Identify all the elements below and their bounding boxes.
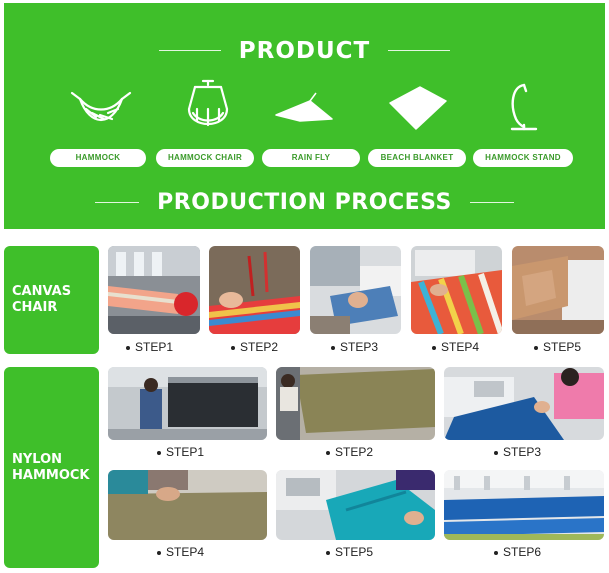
- product-banner: PRODUCT: [4, 3, 605, 229]
- canvas-chair-label: CANVAS CHAIR: [4, 246, 99, 354]
- hammock-stand-icon: [490, 79, 556, 137]
- nylon-step3-photo: [444, 367, 604, 440]
- heading-divider-left: [158, 50, 221, 51]
- hammock-chair-icon: [175, 79, 241, 137]
- nylon-step1-photo: [108, 367, 267, 440]
- beach-blanket-icon: [384, 79, 450, 137]
- nylon-step6-label: STEP6: [494, 545, 541, 559]
- canvas-step4-label: STEP4: [432, 340, 479, 354]
- nylon-hammock-label-text: NYLON HAMMOCK: [12, 451, 90, 483]
- nylon-step2-photo: [276, 367, 435, 440]
- nylon-step2-label: STEP2: [326, 445, 373, 459]
- product-heading: PRODUCT: [4, 37, 605, 64]
- canvas-step1-label: STEP1: [126, 340, 173, 354]
- canvas-chair-label-text: CANVAS CHAIR: [12, 284, 72, 315]
- heading-divider-right: [469, 201, 514, 203]
- product-pill-beach-blanket[interactable]: BEACH BLANKET: [368, 149, 466, 167]
- product-pill-hammock[interactable]: HAMMOCK: [50, 149, 146, 167]
- canvas-step2-photo: [209, 246, 300, 334]
- heading-divider-left: [95, 201, 140, 203]
- canvas-step4-photo: [411, 246, 502, 334]
- product-pill-hammock-stand[interactable]: HAMMOCK STAND: [473, 149, 573, 167]
- process-title: PRODUCTION PROCESS: [157, 189, 452, 215]
- process-heading: PRODUCTION PROCESS: [4, 189, 605, 215]
- nylon-step4-photo: [108, 470, 267, 540]
- canvas-step5-label: STEP5: [534, 340, 581, 354]
- nylon-step6-photo: [444, 470, 604, 540]
- nylon-step5-label: STEP5: [326, 545, 373, 559]
- canvas-step3-photo: [310, 246, 401, 334]
- nylon-step4-label: STEP4: [157, 545, 204, 559]
- heading-divider-right: [388, 50, 451, 51]
- nylon-step5-photo: [276, 470, 435, 540]
- product-icons-row: [4, 79, 605, 141]
- hammock-icon: [68, 79, 134, 137]
- canvas-step3-label: STEP3: [331, 340, 378, 354]
- product-title: PRODUCT: [238, 37, 371, 64]
- nylon-step3-label: STEP3: [494, 445, 541, 459]
- nylon-step1-label: STEP1: [157, 445, 204, 459]
- rain-fly-icon: [270, 79, 336, 137]
- canvas-step5-photo: [512, 246, 604, 334]
- product-pill-hammock-chair[interactable]: HAMMOCK CHAIR: [156, 149, 254, 167]
- canvas-step1-photo: [108, 246, 200, 334]
- canvas-step2-label: STEP2: [231, 340, 278, 354]
- product-pill-rain-fly[interactable]: RAIN FLY: [262, 149, 360, 167]
- nylon-hammock-label: NYLON HAMMOCK: [4, 367, 99, 568]
